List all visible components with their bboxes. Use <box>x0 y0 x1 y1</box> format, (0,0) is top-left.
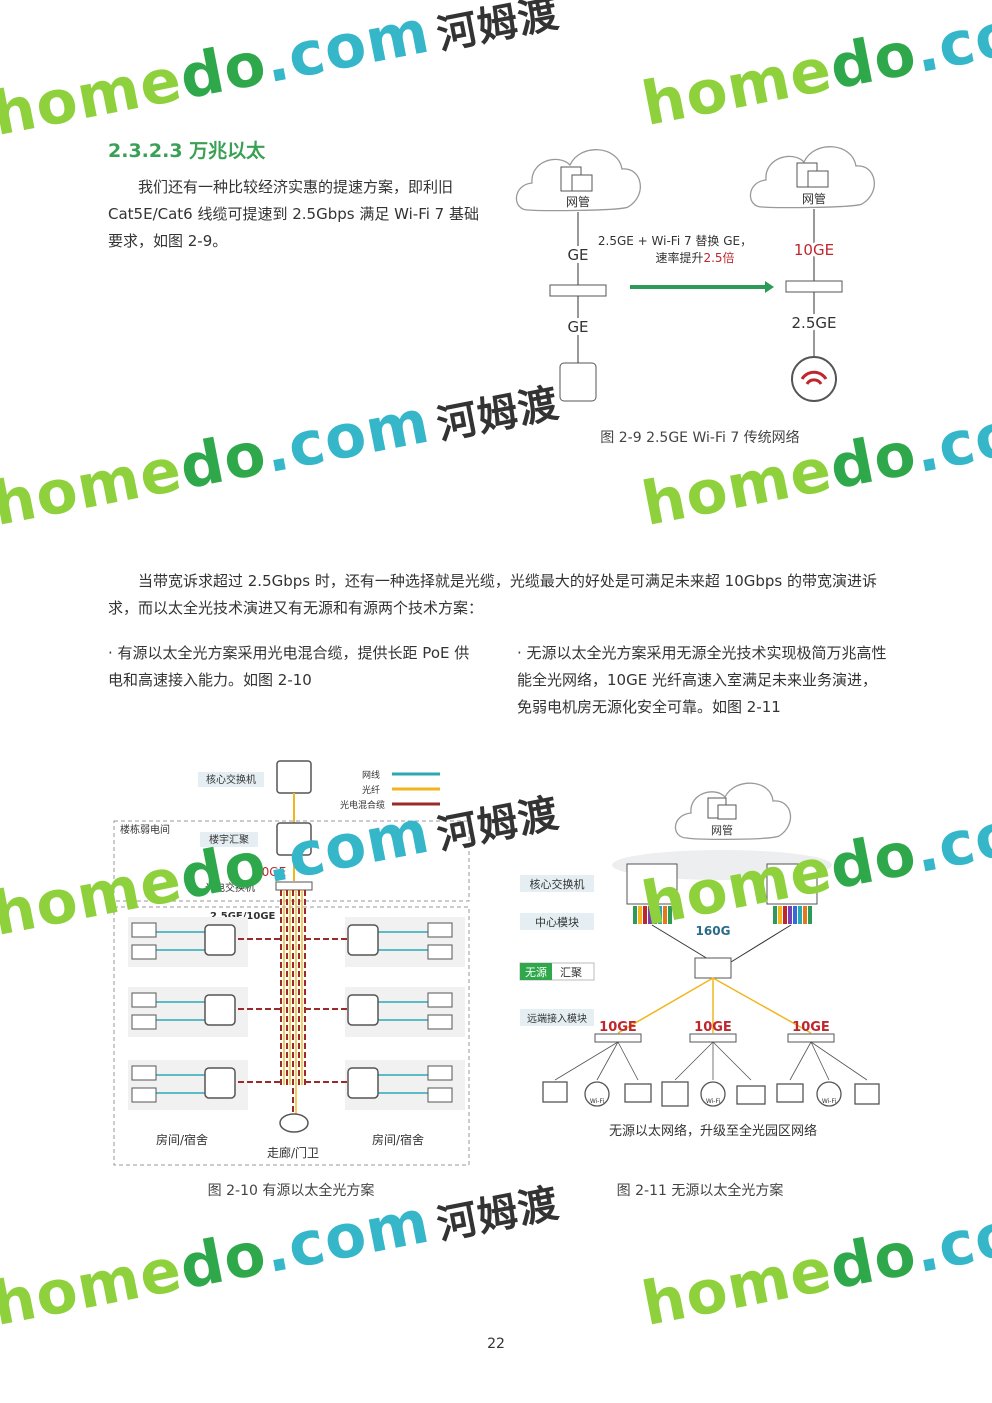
figure-2-11: 网管 核心交换机 中心模块 无源 汇聚 远端接入模块 160G 10GE 10G… <box>519 782 880 1139</box>
cloud-icon: 网管 <box>515 149 641 212</box>
figure-2-9: 网管 GE GE 2.5GE + Wi-Fi 7 替换 GE， 速率提升2.5倍… <box>515 146 875 402</box>
edge-speed-left: 10GE <box>599 1020 637 1035</box>
camera-icon <box>279 1113 309 1133</box>
laptop-icon <box>624 1083 652 1103</box>
edge-speed-middle: 10GE <box>694 1020 732 1035</box>
edge-speed-right: 10GE <box>792 1020 830 1035</box>
building-room-label: 楼栋弱电间 <box>120 823 170 836</box>
wifi-icon <box>816 1081 842 1107</box>
wifi-label: Wi-Fi <box>590 1098 605 1105</box>
left-bottom-link-label: GE <box>567 318 588 336</box>
corridor-label: 走廊/门卫 <box>267 1145 319 1160</box>
speed-10ge-label: 10GE <box>254 865 286 879</box>
passive-label: 无源 <box>525 965 547 979</box>
cloud-label: 网管 <box>711 823 733 837</box>
arrow-text-highlight: 2.5倍 <box>703 250 734 265</box>
watermark: homedo.com河姆渡 <box>0 0 563 150</box>
active-solution-bullet: · 有源以太全光方案采用光电混合缆，提供长距 PoE 供电和高速接入能力。如图 … <box>108 644 470 689</box>
core-switch-label: 核心交换机 <box>206 773 256 786</box>
legend-hybrid: 光电混合缆 <box>340 799 385 811</box>
room-right-label: 房间/宿舍 <box>372 1132 424 1147</box>
passive-splitter-icon <box>694 957 732 979</box>
ap-icon <box>559 362 597 402</box>
cloud-icon: 网管 <box>749 146 875 209</box>
watermark: homedo.com河姆渡 <box>0 1180 563 1340</box>
section-heading: 2.3.2.3 万兆以太 <box>108 140 266 162</box>
watermark: homedo.com <box>636 1186 992 1340</box>
printer-icon <box>854 1083 880 1105</box>
switch-icon <box>549 284 607 297</box>
figure-2-10-caption: 图 2-10 有源以太全光方案 <box>207 1183 375 1199</box>
right-bottom-link-label: 2.5GE <box>792 314 837 332</box>
legend-fiber: 光纤 <box>362 784 380 796</box>
figure-2-11-subtitle: 无源以太网络，升级至全光园区网络 <box>609 1123 817 1139</box>
right-cloud-label: 网管 <box>802 191 826 206</box>
ap-speed-label: 2.5GE/10GE <box>210 911 276 922</box>
pc-icon <box>542 1081 568 1103</box>
figure-2-11-caption: 图 2-11 无源以太全光方案 <box>616 1183 784 1199</box>
room-left-label: 房间/宿舍 <box>156 1132 208 1147</box>
left-top-link-label: GE <box>567 246 588 264</box>
right-top-link-label: 10GE <box>794 241 834 259</box>
figure-2-10: 核心交换机 网线 光纤 光电混合缆 楼栋弱电间 楼宇汇聚 10GE 光电交换机 … <box>113 760 470 1166</box>
fiber-bundle-right <box>773 906 812 924</box>
arrow-right-icon <box>765 281 774 293</box>
watermark: homedo.com河姆渡 <box>0 380 563 540</box>
scanner-icon <box>776 1083 804 1103</box>
wifi-label: Wi-Fi <box>706 1098 721 1105</box>
page-number: 22 <box>487 1336 505 1352</box>
opto-switch-icon <box>275 881 313 891</box>
agg-label: 汇聚 <box>560 966 582 979</box>
watermark: homedo.com <box>636 386 992 540</box>
arrow-text-line2: 速率提升 <box>655 250 703 265</box>
center-module-label: 中心模块 <box>535 916 579 929</box>
wifi-icon <box>700 1081 726 1107</box>
wifi-label: Wi-Fi <box>822 1098 837 1105</box>
core-switch-icon <box>276 760 312 794</box>
fiber-bundle-left <box>633 906 672 924</box>
switch-icon <box>785 280 843 293</box>
agg-switch-icon <box>276 822 312 856</box>
left-cloud-label: 网管 <box>566 194 590 209</box>
figure-2-9-caption: 图 2-9 2.5GE Wi-Fi 7 传统网络 <box>600 430 800 446</box>
fiber-paragraph: 当带宽诉求超过 2.5Gbps 时，还有一种选择就是光缆，光缆最大的好处是可满足… <box>108 572 877 617</box>
watermark: homedo.com <box>636 0 992 140</box>
core-switch-rack-icon <box>626 863 818 905</box>
wifi-icon <box>584 1081 610 1107</box>
opto-switch-label: 光电交换机 <box>205 881 255 894</box>
svg-text:速率提升2.5倍: 速率提升2.5倍 <box>655 250 734 265</box>
trunk-speed-label: 160G <box>696 924 731 938</box>
legend-lan: 网线 <box>362 769 380 781</box>
cloud-icon: 网管 <box>674 782 792 840</box>
remote-module-label: 远端接入模块 <box>527 1012 587 1025</box>
core-switch-label: 核心交换机 <box>530 877 585 891</box>
building-agg-label: 楼宇汇聚 <box>209 833 249 846</box>
passive-solution-bullet: · 无源以太全光方案采用无源全光技术实现极简万兆高性能全光网络，10GE 光纤高… <box>517 644 887 716</box>
projector-icon <box>736 1085 766 1105</box>
intro-paragraph: 我们还有一种比较经济实惠的提速方案，即利旧 Cat5E/Cat6 线缆可提速到 … <box>108 178 479 250</box>
phone-icon <box>661 1081 689 1107</box>
arrow-text-line1: 2.5GE + Wi-Fi 7 替换 GE， <box>598 234 752 248</box>
